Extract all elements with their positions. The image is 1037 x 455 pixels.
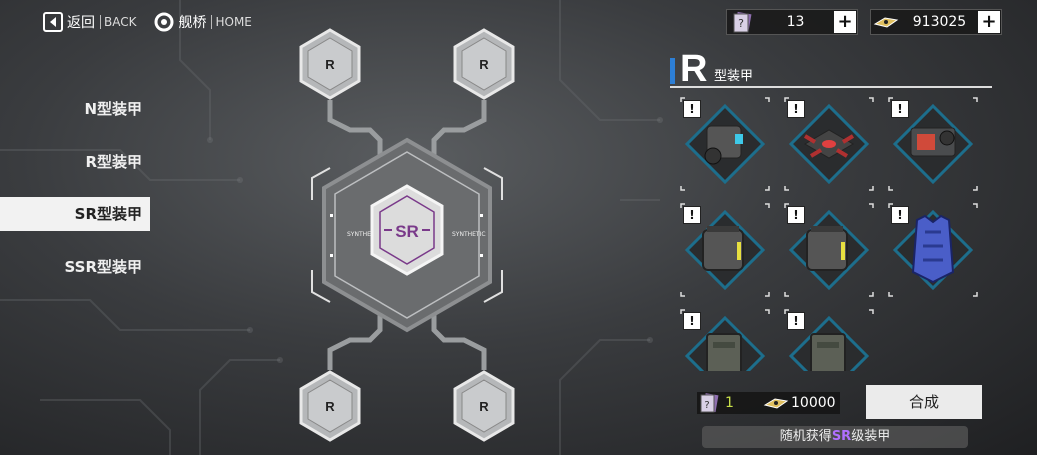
armor-item[interactable]: ! [885,202,981,298]
new-badge: ! [683,100,701,118]
back-arrow-icon [43,12,63,32]
hint-prefix: 随机获得 [779,429,832,444]
home-sub-label: HOME [211,15,252,29]
add-gold-button[interactable]: + [978,11,1000,33]
input-slot-top-right[interactable]: R [453,28,515,100]
input-label-top-left: R [325,57,335,72]
synthesize-button[interactable]: 合成 [866,385,982,419]
gold-currency: 913025 + [870,9,1002,35]
ticket-currency: ? 13 + [726,9,858,35]
hint-rarity: SR [831,429,852,444]
category-sr-armor[interactable]: SR型装甲 [0,197,150,231]
armor-item[interactable]: ! [677,202,773,298]
category-r-armor[interactable]: R型装甲 [85,153,142,171]
ticket-card-icon: ? [727,10,757,34]
input-slot-bottom-right[interactable]: R [453,370,515,442]
gold-count: 913025 [912,14,967,30]
svg-text:?: ? [738,17,744,30]
armor-item-grid: ! ! ! ! [675,96,995,371]
new-badge: ! [891,100,909,118]
new-badge: ! [891,206,909,224]
back-button[interactable]: 返回 BACK [43,12,136,32]
craft-hint: 随机获得SR级装甲 [702,426,968,448]
plate-armor-icon [680,309,770,371]
home-label: 舰桥 [178,15,207,31]
home-button[interactable]: 舰桥 HOME [154,12,252,32]
armor-item[interactable]: ! [677,308,773,371]
drone-armor-icon [784,97,874,191]
category-ssr-armor[interactable]: SSR型装甲 [64,258,142,276]
armor-item[interactable]: ! [677,96,773,192]
gold-cost: 10000 [791,395,836,411]
input-slot-top-left[interactable]: R [299,28,361,100]
sr-label: SR [395,222,419,241]
svg-text:?: ? [704,400,709,411]
header-accent-bar [670,58,675,84]
scope-armor-icon [888,97,978,191]
input-label-top-right: R [479,57,489,72]
plate-armor-icon [784,309,874,371]
back-label: 返回 [67,15,95,31]
ticket-cost: 1 [725,395,734,411]
new-badge: ! [787,206,805,224]
hint-suffix: 级装甲 [851,429,891,444]
chest-armor-yellow-icon [784,203,874,297]
ticket-card-icon: ? [697,392,721,414]
category-n-armor[interactable]: N型装甲 [84,100,142,118]
blue-vest-icon [888,203,978,297]
armor-item[interactable]: ! [781,96,877,192]
chest-armor-yellow-icon [680,203,770,297]
armor-panel-header: R 型装甲 [670,48,992,90]
new-badge: ! [683,206,701,224]
armor-item[interactable]: ! [885,96,981,192]
back-sub-label: BACK [100,15,136,29]
input-label-bottom-right: R [479,399,489,414]
new-badge: ! [787,312,805,330]
top-nav: 返回 BACK 舰桥 HOME [43,12,252,32]
ticket-count: 13 [786,14,805,30]
input-label-bottom-left: R [325,399,335,414]
gold-coin-icon [871,10,901,34]
armor-item[interactable]: ! [781,202,877,298]
armor-item[interactable]: ! [781,308,877,371]
rarity-letter: R [680,48,708,90]
new-badge: ! [787,100,805,118]
rarity-type-label: 型装甲 [714,69,754,84]
camera-armor-icon [680,97,770,191]
sr-result-slot[interactable]: SR [370,184,444,276]
new-badge: ! [683,312,701,330]
gold-coin-icon [763,393,789,413]
home-ring-icon [154,12,174,32]
add-ticket-button[interactable]: + [834,11,856,33]
input-slot-bottom-left[interactable]: R [299,370,361,442]
craft-cost: ? 1 10000 [697,392,840,414]
